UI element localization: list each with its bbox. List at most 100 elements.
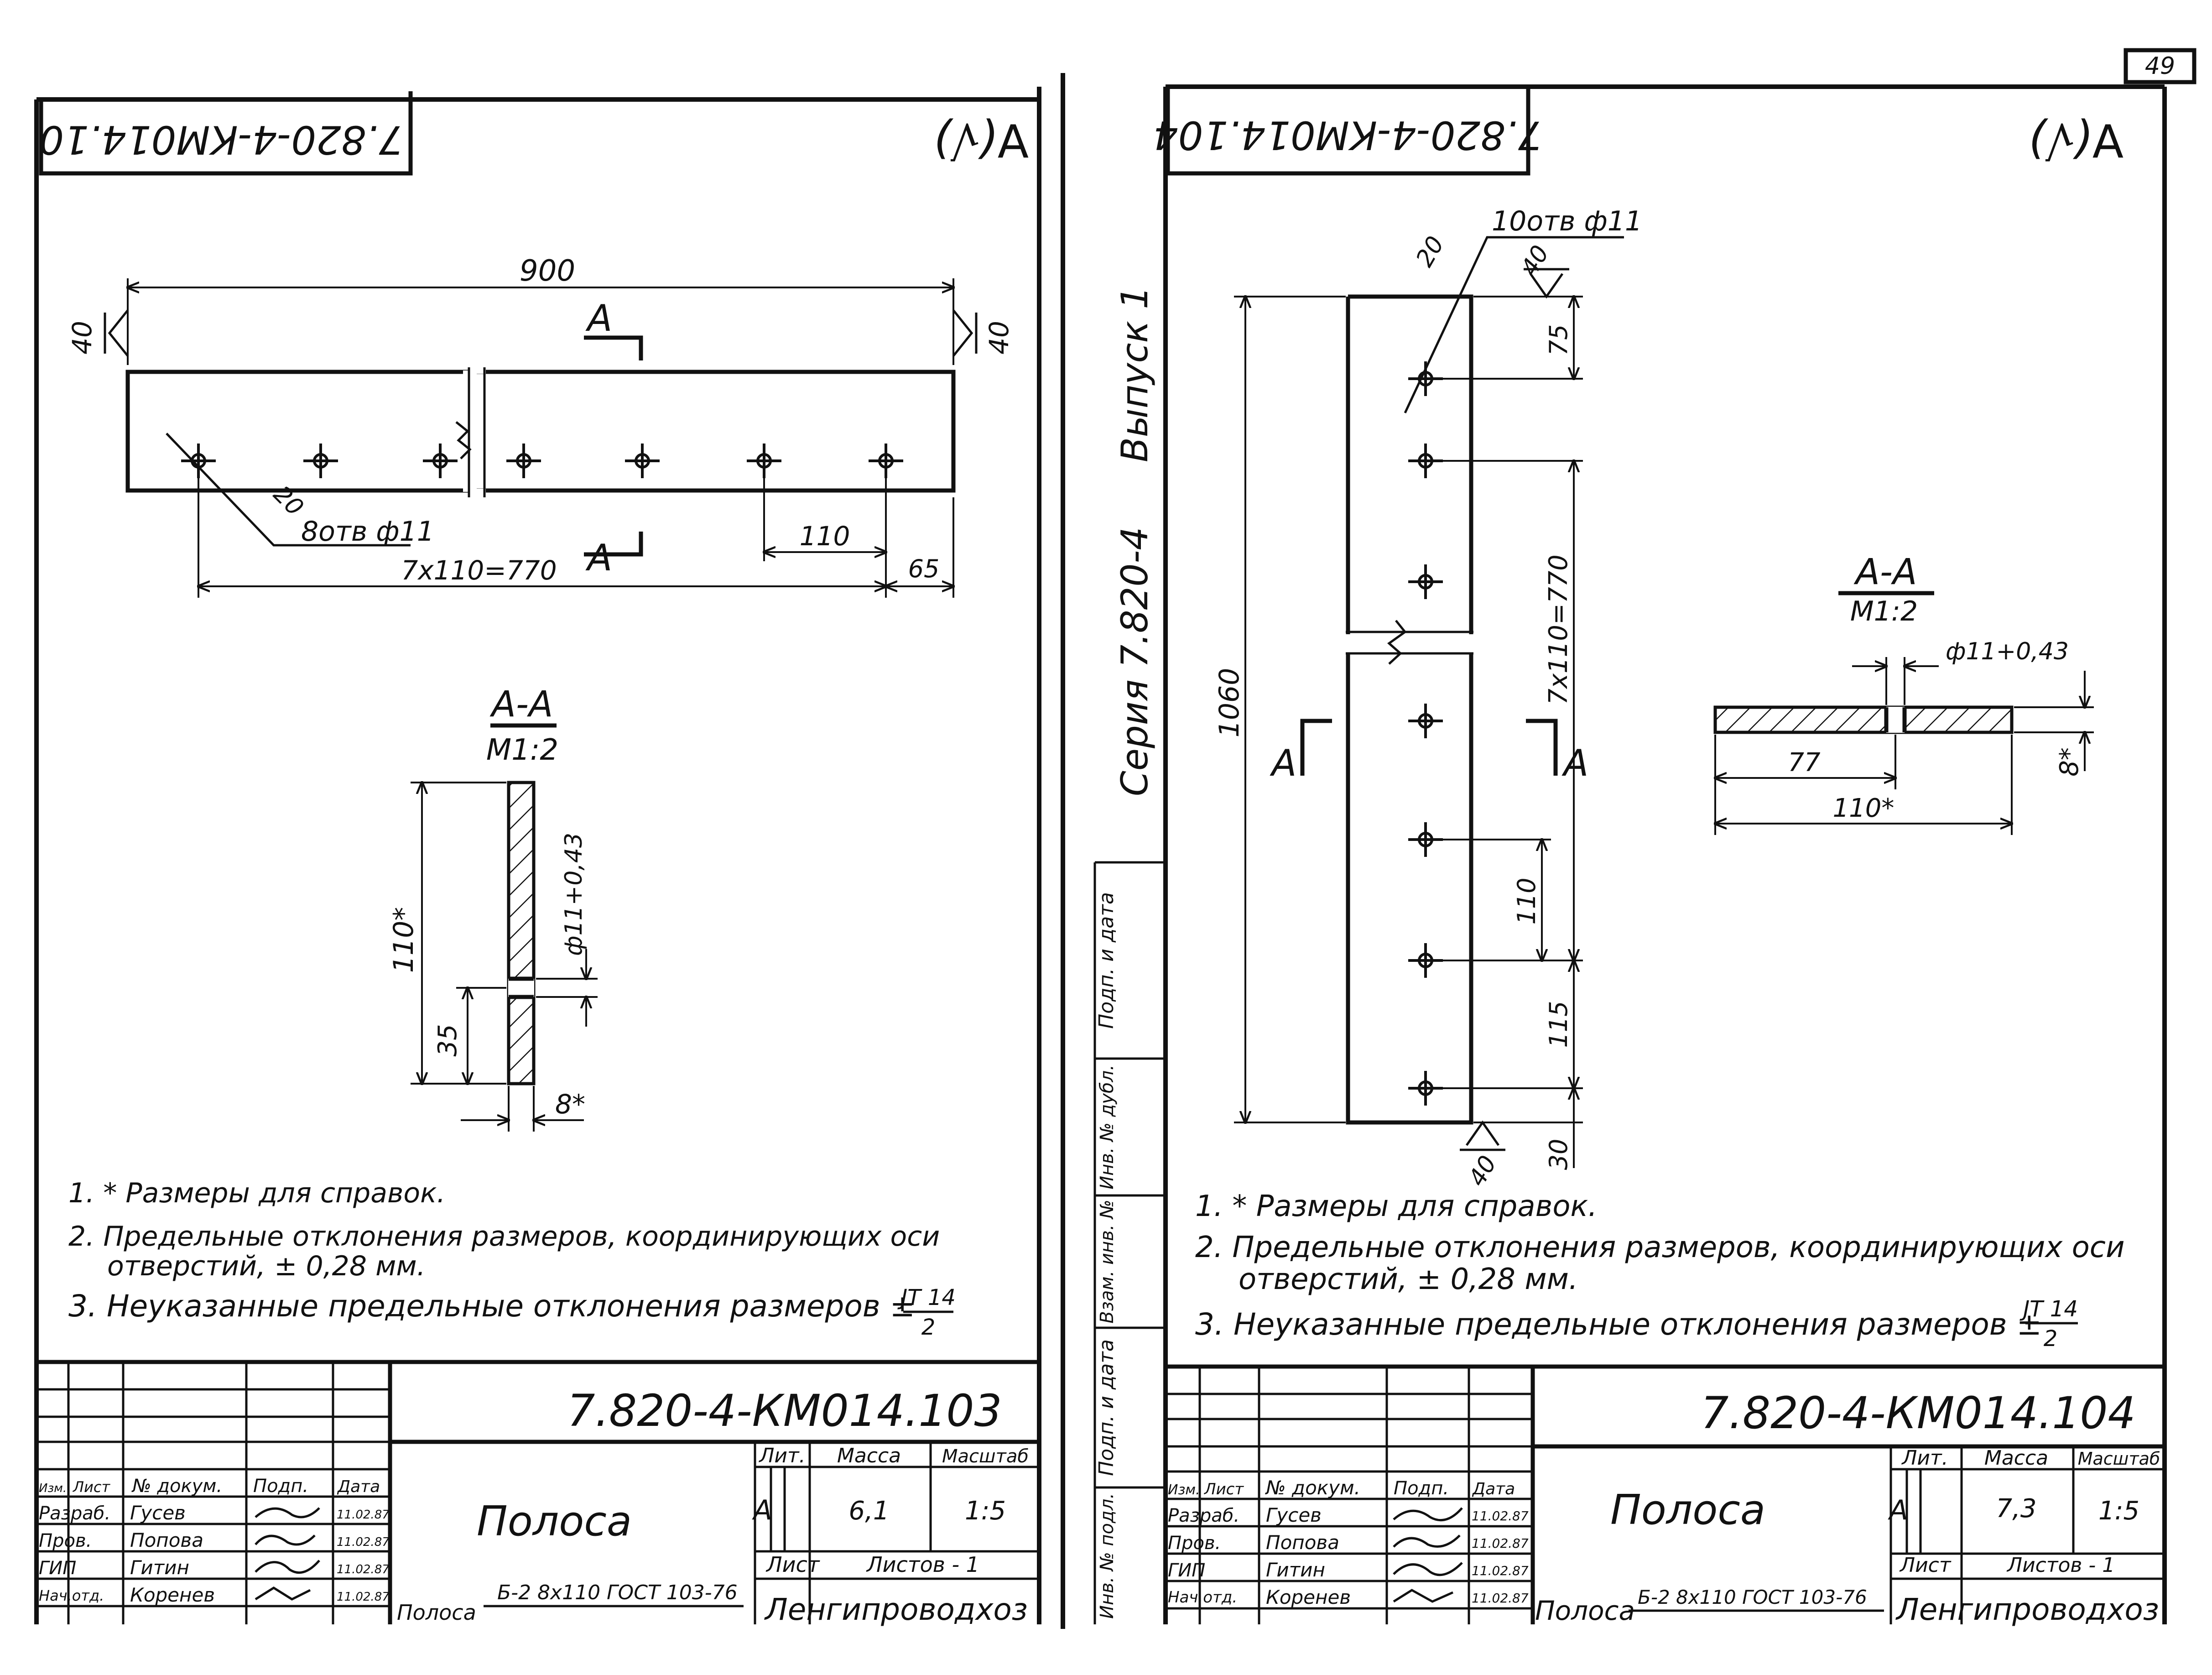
right-section-hole-pos: 77 [1788, 748, 1821, 777]
left-stamp-sheets-label: Листов - 1 [866, 1552, 979, 1577]
right-plan-holes [1408, 361, 1443, 1106]
left-stamp-h-doc: № докум. [131, 1476, 222, 1497]
right-length-dim: 1060 [1213, 668, 1245, 738]
left-stamp-name-4: Коренев [130, 1584, 215, 1606]
right-chamfer: 20 [1411, 232, 1450, 271]
right-stamp-date-1: 11.02.87 [1472, 1508, 1529, 1524]
left-pitch: 110 [800, 521, 850, 552]
left-section-width: 110* [388, 907, 420, 973]
left-section-hole: ф11+0,43 [560, 833, 588, 956]
right-edge-top: 40 [1516, 241, 1555, 281]
left-stamp-mass-label: Масса [837, 1444, 901, 1467]
left-stamp-lit-label: Лит. [758, 1444, 805, 1467]
right-stamp-h-izm: Изм. [1168, 1482, 1200, 1498]
left-stamp-date-1: 11.02.87 [337, 1508, 390, 1522]
sheet-left-code: 7.820-4-КМ014.10 [39, 117, 403, 162]
left-section-view: А-А М1:2 110* 35 ф11+0,43 8* [388, 684, 598, 1132]
right-note-3: 3. Неуказанные предельные отклонения раз… [1195, 1307, 2042, 1342]
left-note-2b: отверстий, ± 0,28 мм. [107, 1250, 426, 1282]
sheet-right-roughness-mark: ∀(√) [2028, 114, 2124, 167]
left-signatures [255, 1507, 320, 1601]
right-section-scale: М1:2 [1850, 595, 1918, 627]
left-stamp-scale-label: Масштаб [942, 1446, 1029, 1467]
left-stamp-name-1: Гусев [130, 1502, 186, 1524]
right-first-hole: 75 [1544, 324, 1573, 356]
right-stamp-date-4: 11.02.87 [1472, 1591, 1529, 1606]
right-stamp-mass-label: Масса [1984, 1446, 2048, 1470]
page-number: 49 [2145, 52, 2175, 80]
right-pitch: 110 [1512, 877, 1541, 924]
right-stamp-h-list: Лист [1203, 1480, 1244, 1498]
right-section-title: А-А [1853, 552, 1917, 593]
left-section-scale: М1:2 [486, 733, 558, 767]
left-stamp-material-prefix: Полоса [397, 1600, 476, 1625]
right-end-gap: 30 [1544, 1139, 1573, 1170]
side-label-1: Подп. и дата [1095, 892, 1118, 1029]
right-holes-spec: 10отв ф11 [1492, 205, 1642, 237]
right-plan-view: 10отв ф11 20 40 40 1060 75 7х110=770 [1213, 205, 1642, 1191]
page-number-box: 49 [2124, 48, 2196, 84]
right-stamp-scale: 1:5 [2098, 1496, 2139, 1526]
right-stamp-name-2: Попова [1266, 1531, 1339, 1554]
right-stamp-name-1: Гусев [1266, 1504, 1322, 1526]
right-signatures [1393, 1507, 1463, 1603]
left-stamp-h-date: Дата [337, 1477, 380, 1496]
right-note-3-den: 2 [2044, 1326, 2058, 1351]
left-section-title: А-А [489, 684, 553, 725]
right-stamp-org: Ленгипроводхоз [1895, 1592, 2159, 1627]
right-stamp-lit: А [1887, 1494, 1908, 1526]
left-stamp-date-4: 11.02.87 [337, 1590, 390, 1604]
right-note-1: 1. * Размеры для справок. [1195, 1190, 1598, 1223]
right-stamp-h-doc: № докум. [1265, 1477, 1360, 1499]
left-edge-right: 40 [984, 321, 1015, 355]
left-note-3-num: JT 14 [897, 1285, 956, 1310]
left-holes-spec: 8отв ф11 [301, 516, 434, 548]
right-section-hole: ф11+0,43 [1946, 638, 2069, 665]
right-stamp-sheet-label: Лист [1899, 1554, 1952, 1577]
left-stamp-h-sign: Подп. [253, 1476, 308, 1497]
left-plan-view: 900 40 40 А А 8отв ф11 20 110 7х110=770 … [67, 254, 1015, 598]
right-stamp-sheets-label: Листов - 1 [2006, 1554, 2115, 1577]
side-label-3: Взам. инв. № [1097, 1200, 1118, 1324]
left-length-dim: 900 [520, 254, 575, 288]
left-stamp-rows: Разраб. Гусев 11.02.87 Пров. Попова 11.0… [39, 1502, 390, 1606]
left-stamp-h-izm: Изм. [39, 1482, 67, 1495]
right-stamp-material-prefix: Полоса [1535, 1595, 1635, 1626]
left-title-block: 7.820-4-КМ014.103 Изм. Лист № докум. Под… [36, 1360, 1039, 1627]
right-note-3-num: JT 14 [2019, 1296, 2078, 1322]
sheet-left-code-box: 7.820-4-КМ014.10 [39, 91, 413, 176]
left-stamp-headers: Изм. Лист № докум. Подп. Дата [39, 1476, 380, 1497]
side-label-5: Инв. № подл. [1097, 1493, 1118, 1619]
right-section-width: 110* [1833, 793, 1895, 823]
sheet-left-roughness-mark: ∀(√) [933, 114, 1029, 167]
right-section-view: А-А М1:2 ф11+0,43 77 110* 8* [1713, 552, 2094, 835]
right-end-offset: 115 [1544, 1001, 1573, 1048]
right-stamp-rows: Разраб. Гусев 11.02.87 Пров. Попова 11.0… [1168, 1504, 1529, 1608]
left-stamp-scale: 1:5 [965, 1496, 1006, 1526]
sheet-right-series: Серия 7.820-4 [1114, 527, 1156, 796]
left-stamp-h-list: Лист [73, 1478, 110, 1496]
right-designation: 7.820-4-КМ014.104 [1701, 1388, 2135, 1439]
left-note-3: 3. Неуказанные предельные отклонения раз… [68, 1289, 915, 1324]
left-stamp-name-2: Попова [130, 1529, 203, 1551]
right-title-block: 7.820-4-КМ014.104 Изм. Лист № докум. Под… [1166, 1364, 2165, 1627]
sheet-right-code-box: 7.820-4-КМ014.104 [1153, 87, 1543, 176]
side-label-4: Подп. и дата [1095, 1339, 1118, 1476]
right-stamp-name-4: Коренев [1266, 1586, 1351, 1608]
right-stamp-material: Б-2 8х110 ГОСТ 103-76 [1638, 1586, 1867, 1608]
left-notes: 1. * Размеры для справок. 2. Предельные … [68, 1177, 956, 1340]
right-stamp-mass: 7,3 [1996, 1494, 2036, 1524]
left-stamp-date-3: 11.02.87 [337, 1563, 390, 1576]
right-section-mark-left: А [1270, 742, 1297, 784]
side-stamp: Подп. и дата Инв. № дубл. Взам. инв. № П… [1093, 861, 1166, 1624]
sheet-right: 7.820-4-КМ014.104 ∀(√) Серия 7.820-4 Вып… [1061, 73, 2167, 1629]
left-stamp-date-2: 11.02.87 [337, 1535, 390, 1549]
left-section-mark-top: А [585, 297, 613, 339]
right-stamp-h-sign: Подп. [1394, 1478, 1449, 1499]
right-stamp-role-3: ГИП [1168, 1560, 1205, 1581]
left-stamp-name-3: Гитин [130, 1556, 189, 1579]
left-designation: 7.820-4-КМ014.103 [567, 1385, 1002, 1436]
sheet-left-frame [34, 87, 1041, 1624]
right-section-mark-right: А [1561, 742, 1589, 784]
